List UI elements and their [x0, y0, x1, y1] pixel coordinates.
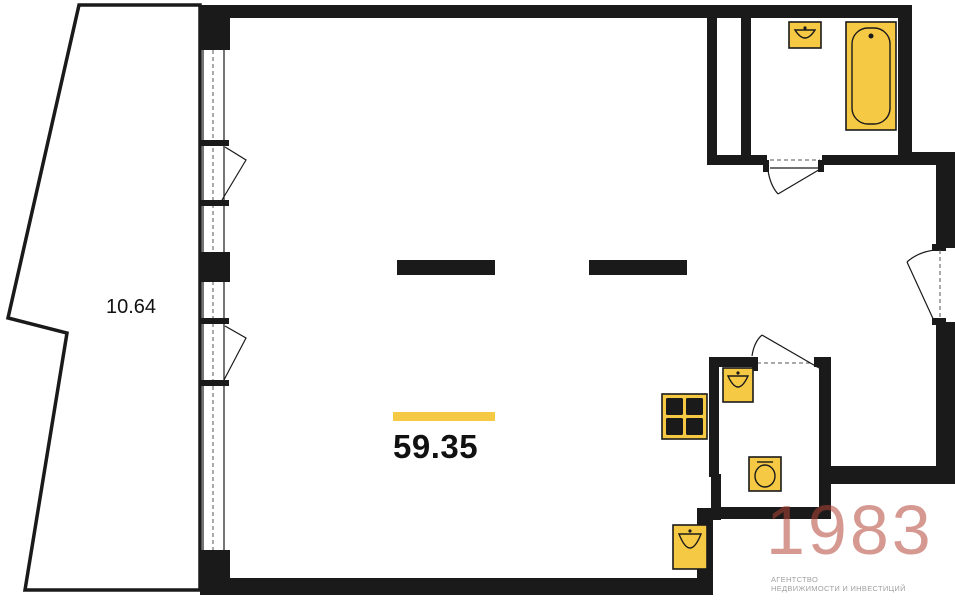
sink-icon	[722, 367, 754, 403]
bathroom-walls	[707, 5, 912, 165]
beam-mark	[589, 260, 687, 275]
wc-walls	[709, 357, 831, 520]
stove-icon	[661, 393, 708, 440]
bathtub-icon	[845, 21, 897, 131]
kitchen-sink-icon	[672, 524, 708, 570]
balcony-door-icon	[221, 146, 247, 381]
area-accent-bar	[393, 412, 495, 421]
sink-icon	[788, 21, 822, 49]
balcony-outline	[5, 3, 202, 592]
window-icon	[201, 50, 229, 550]
outer-walls	[200, 5, 955, 595]
logo-year: 1983	[766, 491, 934, 569]
toilet-icon	[748, 456, 782, 492]
main-area-label: 59.35	[393, 428, 479, 465]
entry-door-icon	[906, 244, 946, 325]
door-swing-icon	[763, 160, 824, 195]
beam-mark	[397, 260, 495, 275]
balcony-area-label: 10.64	[106, 296, 157, 318]
door-swing-icon	[751, 334, 820, 371]
logo-subtitle: АГЕНТСТВО НЕДВИЖИМОСТИ И ИНВЕСТИЦИЙ	[771, 575, 906, 593]
